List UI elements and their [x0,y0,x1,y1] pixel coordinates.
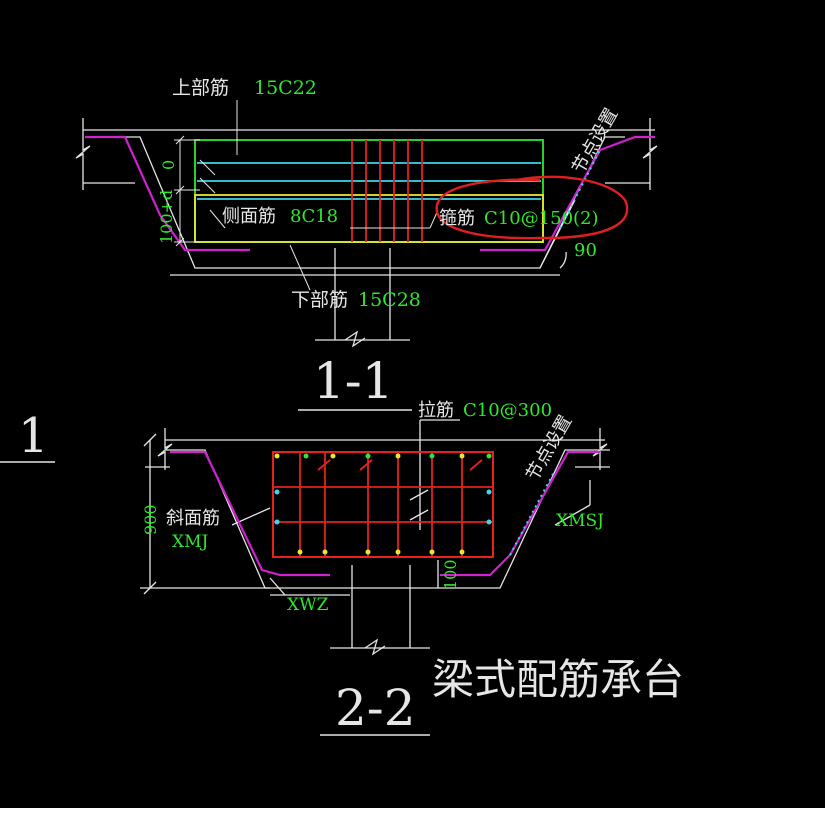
beam-lower-yellow [194,194,544,243]
side-rebar-spec: 8C18 [290,206,338,227]
bottom-rebar-spec: 15C28 [358,289,421,311]
node-dotted-line [559,149,601,229]
slope-rebar-right: XMSJ [556,511,604,531]
annotation-ellipse [435,175,629,240]
bottom-rebar-name: 下部筋 [291,289,348,311]
angle-label: 90 [574,240,597,261]
stirrup-name: 箍筋 [439,208,475,229]
ground-outline-2 [140,419,610,656]
side-rebar-name: 侧面筋 [222,206,276,227]
rebar-cage [272,451,494,558]
slope-rebar-code: XMJ [172,532,209,552]
top-rebar-spec: 15C22 [254,77,317,99]
node-note-2: 节点设置 [522,412,576,485]
dim-cover: 100 [441,559,460,590]
toe-label: XWZ [287,595,329,615]
section-1-1: 上部筋 15C22 侧面筋 8C18 箍筋 C10@150(2) 下部筋 15C… [75,77,658,411]
leaders-1 [174,100,439,291]
top-rebar-name: 上部筋 [172,77,229,99]
side-mark: 1 [18,408,49,464]
dim-side: 100+d [157,190,176,244]
slope-rebar-1 [85,135,655,252]
bottom-strip [0,808,825,813]
node-note-1: 节点设置 [568,105,622,178]
stirrup-spec: C10@150(2) [484,208,599,229]
section-label-1-1: 1-1 [313,352,394,410]
slope-rebar-name: 斜面筋 [166,508,220,529]
longitudinal-dots [274,453,492,555]
stirrups-red [351,140,423,242]
section-label-2-2: 2-2 [335,679,416,737]
cage-inner-bars [273,452,493,557]
tie-rebar-spec: C10@300 [463,400,552,421]
ground-outline-1 [75,118,658,348]
drawing-title: 梁式配筋承台 [432,655,684,704]
dim-top: 0 [159,160,178,170]
tie-rebar-name: 拉筋 [418,400,454,421]
dim-height: 900 [141,504,160,535]
node-dotted-line-2 [509,469,556,556]
